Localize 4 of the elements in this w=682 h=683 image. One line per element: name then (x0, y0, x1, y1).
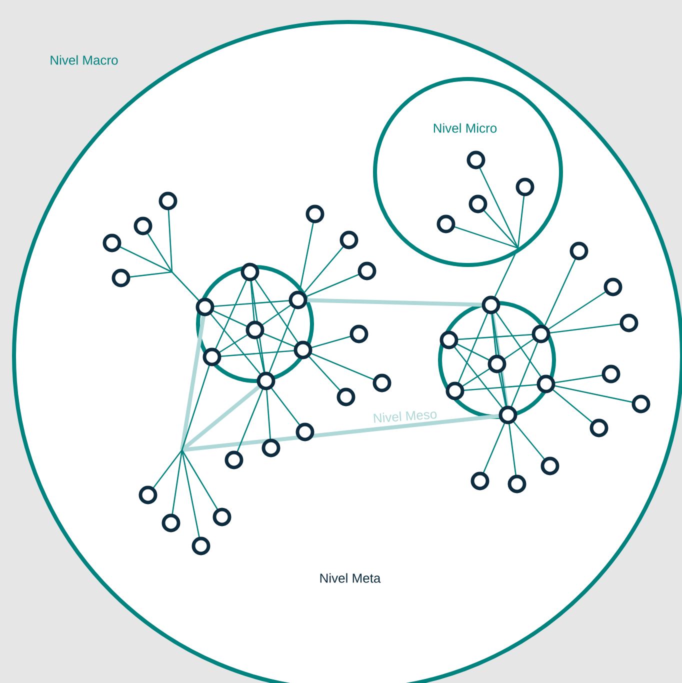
level-label: Nivel Meso (374, 411, 437, 423)
level-label: Nivel Meta (320, 573, 381, 583)
cluster-circle (438, 301, 556, 419)
cluster-circle (196, 265, 314, 383)
